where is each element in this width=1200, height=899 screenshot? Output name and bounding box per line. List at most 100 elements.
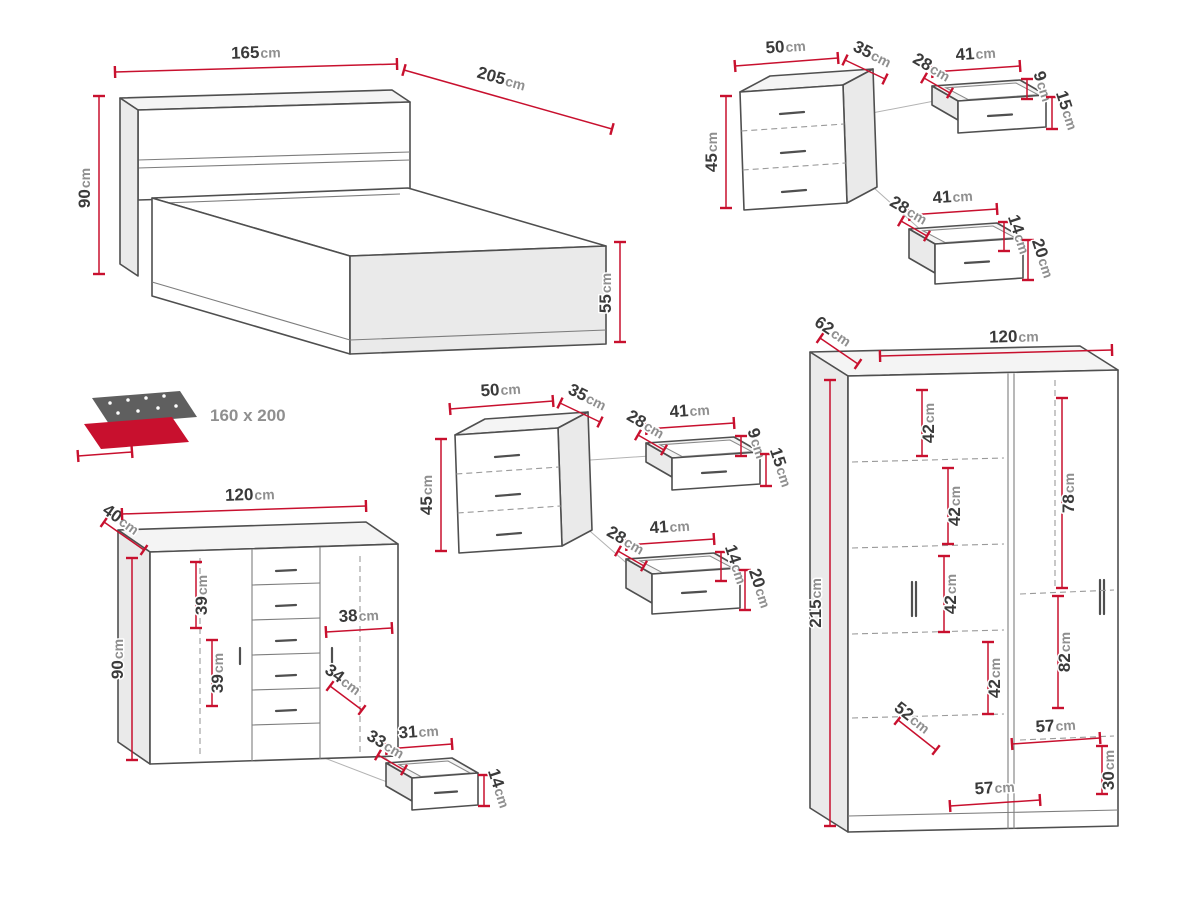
nightstand-mid-width-dim-label: 50cm: [480, 379, 521, 401]
wardrobe-front-face: [847, 369, 1119, 833]
nightstand-top-drawer-small-drawing: 41cm 28cm 9cm 15cm: [908, 43, 1082, 134]
drawer5-width-dim-label: 31cm: [398, 721, 439, 743]
bed-length-dim-label: 205cm: [475, 63, 528, 95]
bed-icon-mattress: [84, 417, 189, 449]
drawer4-depth-dim-label: 28cm: [604, 522, 648, 559]
wardrobe-s8-dim-label: 57cm: [1035, 715, 1076, 737]
drawer5-height-dim-label: 14cm: [484, 766, 514, 810]
dresser-inner-shelf-dim-label: 38cm: [338, 605, 379, 626]
wardrobe-s5-dim-label: 82cm: [1055, 632, 1074, 672]
drawer2-front-height-dim-label: 20cm: [1028, 236, 1058, 280]
wardrobe-s10-dim-line: [948, 793, 1042, 813]
wardrobe-s10-dim-label: 57cm: [974, 777, 1015, 799]
bed-width-dim-label: 165cm: [231, 42, 281, 62]
dresser-inner-top-dim-label: 39cm: [192, 575, 211, 615]
drawer1-depth-dim-line: [919, 72, 955, 99]
drawer3-depth-dim-label: 28cm: [624, 406, 668, 443]
bed-foot-panel: [349, 245, 607, 355]
bed-left-post: [119, 97, 139, 277]
drawer5-depth-dim-line: [373, 749, 409, 776]
bed-icon-duvet-dots: [108, 394, 178, 415]
drawer4-front-height-dim-label: 20cm: [745, 566, 775, 610]
bed-icon-duvet: [92, 391, 197, 424]
mattress-size-label: 160 x 200: [210, 406, 286, 425]
drawer1-handle: [986, 113, 1014, 118]
drawer3-front-panel: [671, 451, 761, 491]
wardrobe-depth-dim-label: 62cm: [811, 312, 855, 350]
wardrobe-s7-dim-line: [893, 714, 941, 756]
dresser-width-dim-label: 120cm: [225, 484, 275, 505]
nightstand-top-drawing: 50cm 35cm 45cm: [701, 35, 951, 241]
dresser-middle-drawer-lines: [251, 582, 321, 726]
drawer3-width-dim-label: 41cm: [669, 400, 710, 422]
bed-headboard-height-dim-label: 90cm: [75, 168, 94, 208]
wardrobe-s1-dim-label: 42cm: [919, 403, 938, 443]
drawer1-depth-dim-label: 28cm: [910, 49, 954, 86]
wardrobe-drawing: 62cm 120cm 215cm 42cm 78cm 42cm 42cm 82c…: [805, 311, 1120, 833]
nightstand-top-width-dim-line: [733, 51, 840, 73]
wardrobe-width-dim-line: [878, 343, 1114, 363]
wardrobe-s2-dim-label: 78cm: [1059, 473, 1078, 513]
dresser-drawer-drawing: 31cm 33cm 14cm: [362, 721, 514, 812]
nightstand-top-width-dim-label: 50cm: [765, 36, 806, 58]
nightstand-top-handles: [778, 110, 808, 194]
nightstand-top-depth-dim-line: [841, 54, 889, 85]
drawer4-front-panel: [651, 567, 741, 615]
drawer4-width-dim-line: [624, 532, 716, 552]
nightstand-mid-handles: [493, 453, 523, 537]
drawer2-front-panel: [934, 237, 1024, 285]
bed-frame-height-dim-label: 55cm: [596, 273, 615, 313]
wardrobe-depth-dim-line: [815, 332, 863, 370]
wardrobe-door-handles: [910, 578, 1106, 618]
drawer3-handle: [700, 470, 728, 475]
drawer1-width-dim-line: [930, 59, 1022, 79]
wardrobe-width-dim-label: 120cm: [989, 326, 1039, 346]
bed-icon-width-arrow: [76, 445, 134, 463]
drawer4-handle: [680, 590, 708, 595]
nightstand-mid-height-dim-label: 45cm: [417, 475, 436, 515]
nightstand-mid-drawing: 50cm 35cm 45cm: [416, 378, 665, 581]
dresser-door-handles: [238, 646, 334, 666]
nightstand-top-front-face: [739, 84, 848, 211]
drawer3-width-dim-line: [644, 416, 736, 436]
nightstand-top-side-face: [842, 68, 878, 204]
dresser-depth-dim-line: [99, 516, 149, 556]
nightstand-top-height-dim-label: 45cm: [702, 132, 721, 172]
mattress-size-icon: 160 x 200: [76, 391, 287, 463]
bed-headboard-front: [137, 101, 411, 201]
nightstand-mid-side-face: [557, 411, 593, 547]
nightstand-top-drawer-large-drawing: 41cm 28cm 14cm 20cm: [885, 186, 1058, 285]
nightstand-mid-drawer-large-drawing: 41cm 28cm 14cm 20cm: [602, 516, 775, 615]
drawer5-handle: [433, 790, 459, 795]
drawer3-depth-dim-line: [633, 429, 669, 456]
wardrobe-s8-dim-line: [1010, 731, 1102, 751]
drawer2-width-dim-label: 41cm: [932, 186, 973, 208]
wardrobe-s4-dim-label: 42cm: [941, 574, 960, 614]
wardrobe-s9-dim-label: 30cm: [1099, 750, 1118, 790]
bed-drawing: 165cm 205cm 90cm 55cm: [74, 41, 626, 355]
nightstand-mid-drawer-small-drawing: 41cm 28cm 9cm 15cm: [622, 400, 796, 491]
drawer4-depth-dim-line: [613, 545, 649, 572]
nightstand-mid-front-face: [454, 427, 563, 554]
wardrobe-s3-dim-label: 42cm: [945, 486, 964, 526]
nightstand-top-drawer-divisions: [741, 123, 846, 171]
drawer1-width-dim-label: 41cm: [955, 43, 996, 65]
drawer2-depth-dim-label: 28cm: [887, 192, 931, 229]
wardrobe-plinth-line: [847, 809, 1119, 817]
dresser-inner-depth-dim-line: [325, 680, 367, 716]
nightstand-mid-depth-dim-line: [556, 397, 604, 428]
bed-mattress-edge-line: [163, 193, 401, 204]
drawer4-width-dim-label: 41cm: [649, 516, 690, 538]
wardrobe-door-split: [1007, 373, 1015, 829]
nightstand-mid-width-dim-line: [448, 394, 555, 416]
drawer1-front-panel: [957, 94, 1047, 134]
drawer2-handle: [963, 260, 991, 265]
wardrobe-height-dim-label: 215cm: [806, 578, 825, 628]
dresser-inner-shelf-dim-line: [324, 621, 394, 639]
dresser-width-dim-line: [120, 499, 368, 521]
dresser-inner-bottom-dim-label: 39cm: [208, 653, 227, 693]
drawer1-front-height-dim-label: 15cm: [1052, 88, 1082, 132]
drawer1-side-height-dim-label: 9cm: [1029, 69, 1057, 104]
dresser-drawer-handles: [274, 568, 298, 713]
